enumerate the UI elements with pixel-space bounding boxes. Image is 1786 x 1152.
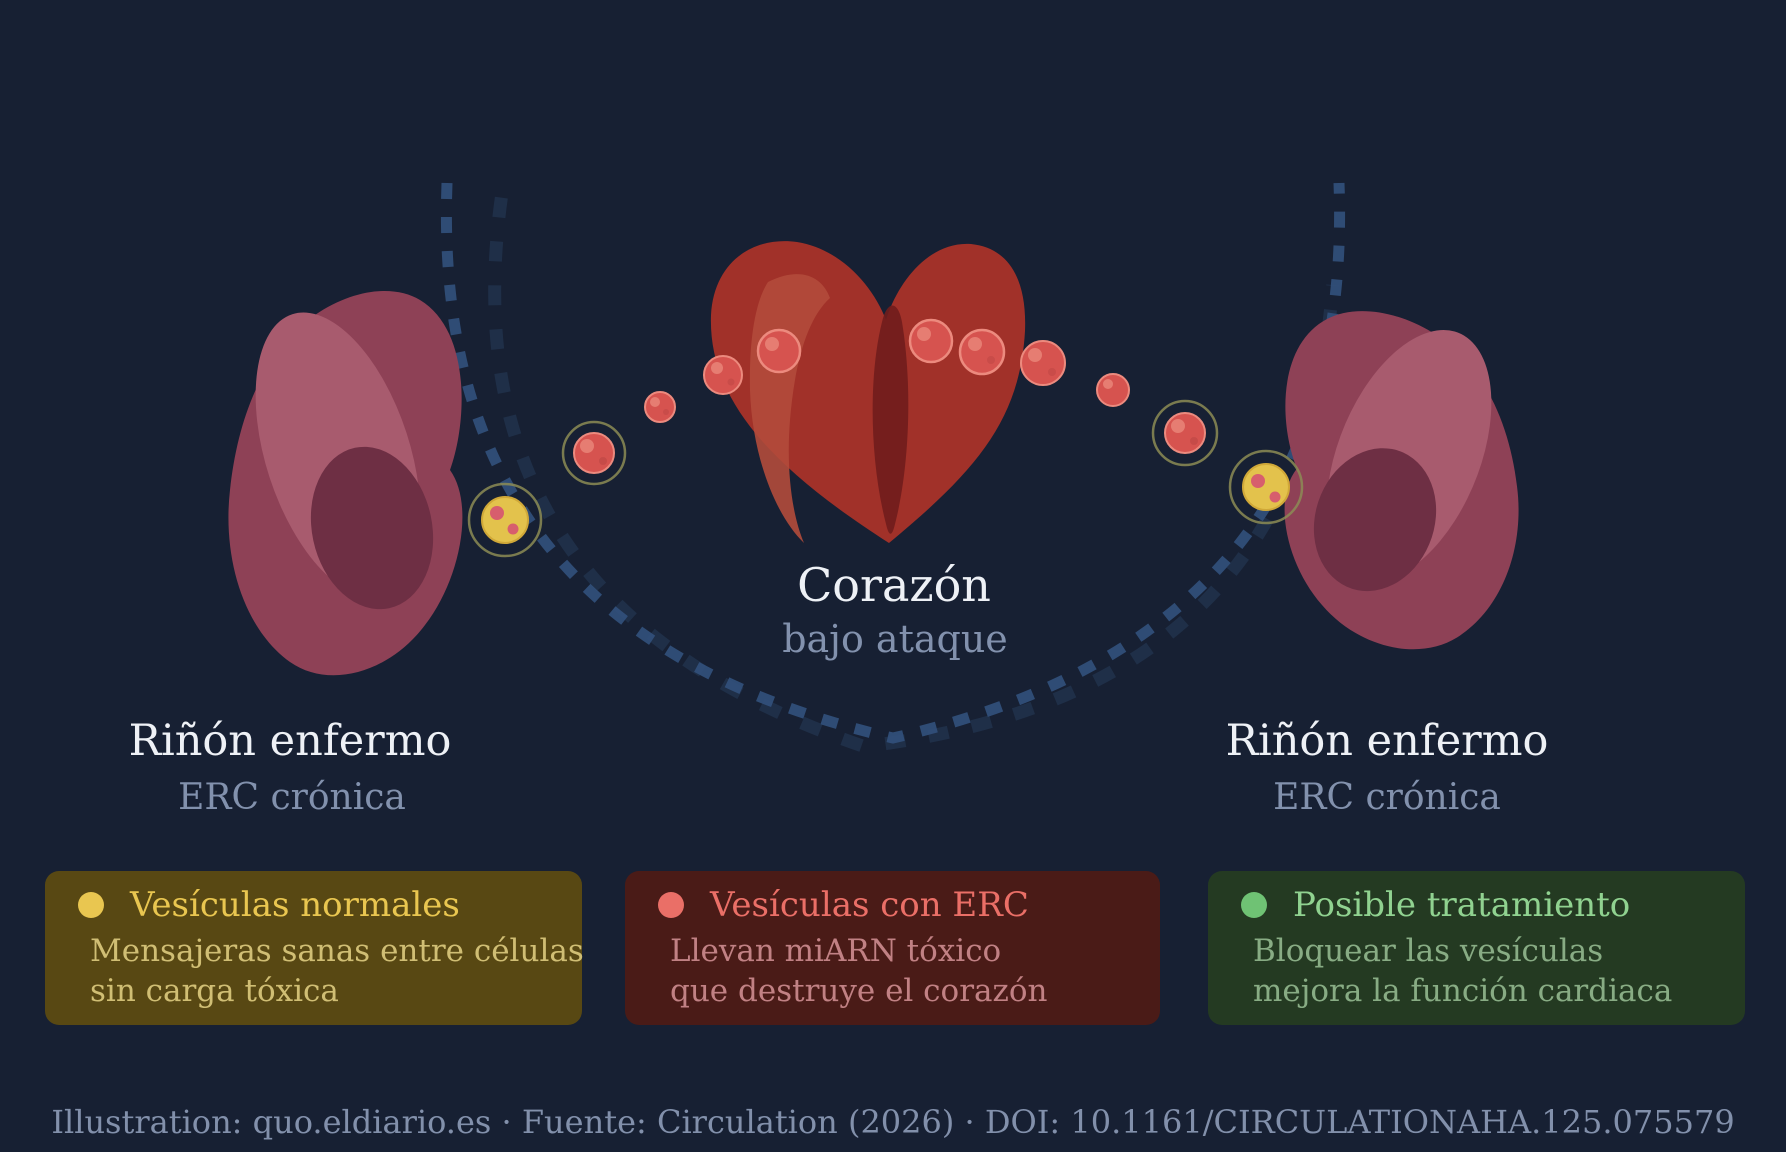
legend-body: Llevan miARN tóxico que destruye el cora… <box>670 931 1047 1011</box>
vesicle-freckle <box>987 356 995 364</box>
left-kidney-illustration <box>228 291 463 676</box>
legend-treatment: Posible tratamiento Bloquear las vesícul… <box>1208 871 1745 1025</box>
legend-body: Bloquear las vesículas mejora la función… <box>1253 931 1672 1011</box>
vesicle-body <box>1242 463 1290 511</box>
vesicle-red <box>644 391 676 423</box>
vesicle-body <box>1020 340 1066 386</box>
vesicle-highlight <box>711 362 723 374</box>
vesicle-spot <box>507 523 519 535</box>
legend-erc-vesicles: Vesículas con ERC Llevan miARN tóxico qu… <box>625 871 1160 1025</box>
dashed-arc-inner <box>440 182 1346 744</box>
vesicle-yellow-circled <box>1228 449 1304 525</box>
legend-title: Posible tratamiento <box>1293 885 1631 925</box>
vesicle-red-circled <box>561 420 627 486</box>
legend-body-line: Mensajeras sanas entre células <box>90 933 584 969</box>
heart-illustration <box>710 241 1026 543</box>
legend-title: Vesículas normales <box>130 885 460 925</box>
left-kidney-label: Riñón enfermo <box>128 716 452 766</box>
vesicle-red <box>1096 373 1130 407</box>
right-kidney-illustration <box>1284 311 1519 650</box>
heart-label: Corazón <box>797 558 991 612</box>
left-kidney-sublabel: ERC crónica <box>178 777 406 818</box>
vesicle-ring <box>1151 399 1219 467</box>
kidney-hilum-shape <box>310 446 434 610</box>
vesicle-highlight <box>1103 379 1113 389</box>
vesicle-ring <box>561 420 627 486</box>
legend-title-row: Vesículas con ERC <box>658 885 1029 925</box>
yellow-dot-icon <box>78 892 104 918</box>
vesicle-freckle <box>599 457 607 465</box>
vesicle-body <box>756 328 802 374</box>
vesicle-ring <box>1228 449 1304 525</box>
legend-normal-vesicles: Vesículas normales Mensajeras sanas entr… <box>45 871 584 1025</box>
vesicle-freckle <box>663 409 669 415</box>
legend-body-line: Bloquear las vesículas <box>1253 933 1604 969</box>
credit-line: Illustration: quo.eldiario.es · Fuente: … <box>51 1103 1735 1141</box>
vesicle-body <box>1096 373 1130 407</box>
circulation-path-bright <box>440 182 1346 744</box>
vesicle-body <box>573 432 615 474</box>
vesicle-freckle <box>1048 368 1056 376</box>
legend-body-line: Llevan miARN tóxico <box>670 933 1002 969</box>
right-kidney-label: Riñón enfermo <box>1225 716 1549 766</box>
legend-body-line: mejora la función cardiaca <box>1253 973 1673 1009</box>
vesicle-freckle <box>1190 437 1198 445</box>
vesicle-spot <box>1251 474 1265 488</box>
vesicle-highlight <box>1028 348 1042 362</box>
vesicle-red <box>703 355 743 395</box>
legend-body-line: sin carga tóxica <box>90 973 339 1009</box>
vesicle-highlight <box>765 337 779 351</box>
vesicle-red <box>958 328 1006 376</box>
vesicle-highlight <box>968 337 982 351</box>
green-dot-icon <box>1241 892 1267 918</box>
vesicle-body <box>958 328 1006 376</box>
vesicle-body <box>908 318 954 364</box>
legend-title-row: Vesículas normales <box>78 885 460 925</box>
vesicle-body <box>703 355 743 395</box>
vesicle-highlight <box>1171 419 1185 433</box>
vesicle-highlight <box>650 397 660 407</box>
legend-title-row: Posible tratamiento <box>1241 885 1630 925</box>
vesicle-red <box>1020 340 1066 386</box>
vesicle-ring <box>467 482 543 558</box>
vesicle-red-circled <box>1151 399 1219 467</box>
red-dot-icon <box>658 892 684 918</box>
vesicle-red <box>908 318 954 364</box>
heart-cleft-shape <box>872 305 909 534</box>
kidney-hilum-shape <box>1313 448 1437 592</box>
vesicle-red <box>756 328 802 374</box>
vesicle-freckle <box>727 378 735 386</box>
vesicle-spot <box>490 506 504 520</box>
right-kidney-sublabel: ERC crónica <box>1273 777 1501 818</box>
vesicle-body <box>481 496 529 544</box>
vesicle-highlight <box>917 327 931 341</box>
heart-sublabel: bajo ataque <box>782 617 1008 661</box>
legend-body-line: que destruye el corazón <box>670 973 1048 1009</box>
legend-body: Mensajeras sanas entre células sin carga… <box>90 931 584 1011</box>
vesicle-body <box>644 391 676 423</box>
vesicle-body <box>1164 412 1206 454</box>
vesicle-spot <box>1269 491 1281 503</box>
legend-title: Vesículas con ERC <box>710 885 1029 925</box>
vesicle-yellow-circled <box>467 482 543 558</box>
vesicle-highlight <box>580 439 594 453</box>
